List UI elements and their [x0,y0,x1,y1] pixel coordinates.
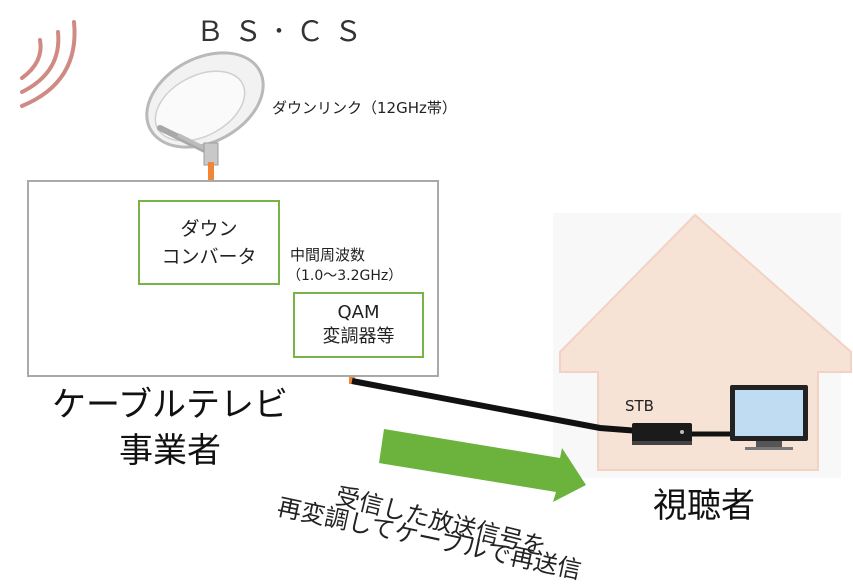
viewer-label: 視聴者 [653,486,755,526]
stb-device-icon [632,423,692,445]
qam-modulator-label-line1: QAM [337,302,380,323]
cable-operator-label-line1: ケーブルテレビ [52,385,288,425]
arrow-icon [379,429,586,502]
tv-icon [730,385,808,450]
qam-modulator-label-line2: 変調器等 [322,326,395,347]
cable-operator-label: ケーブルテレビ 事業者 [0,382,340,474]
radio-waves-icon [20,20,77,108]
cable-operator-label-line2: 事業者 [119,431,221,471]
qam-modulator-box: QAM 変調器等 [293,292,424,358]
stb-label: STB [625,397,654,415]
satellite-label: ＢＳ･ＣＳ [196,15,373,48]
diagram-graphics [20,20,852,502]
down-converter-label-line1: ダウン [180,217,238,240]
down-converter-label-line2: コンバータ [161,245,257,268]
downlink-label: ダウンリンク（12GHz帯） [272,99,457,117]
intermediate-frequency-range: （1.0～3.2GHz） [287,268,403,284]
down-converter-box: ダウン コンバータ [138,200,280,285]
satellite-dish-icon [145,51,265,166]
coax-cable [351,378,641,434]
intermediate-frequency-label: 中間周波数 [290,246,366,264]
